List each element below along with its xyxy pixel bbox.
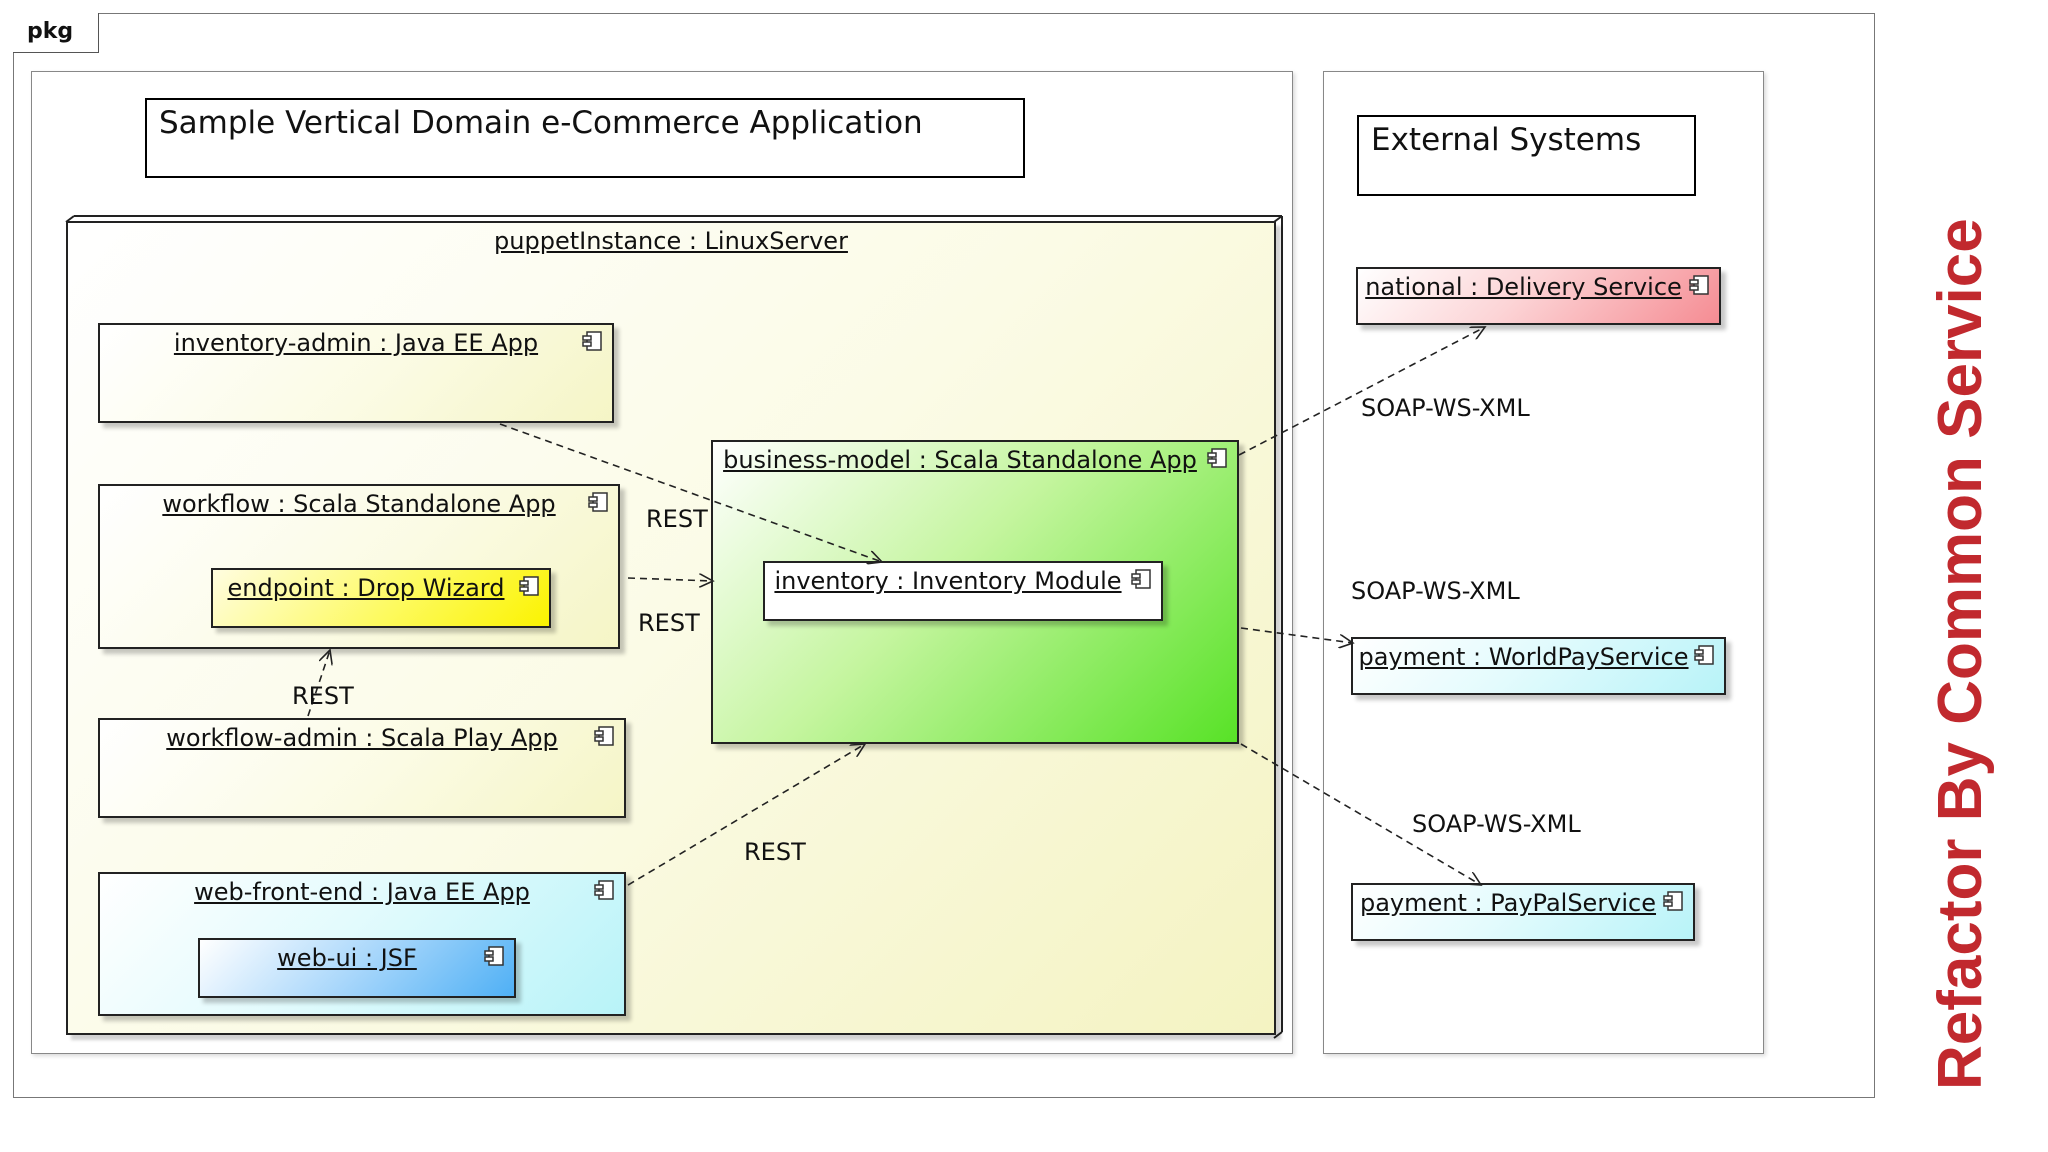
- component-label: web-front-end : Java EE App: [194, 878, 530, 906]
- component-icon: [1207, 448, 1227, 468]
- component-label: payment : PayPalService: [1359, 889, 1657, 917]
- component-payment-worldpay[interactable]: payment : WorldPayService: [1351, 637, 1726, 695]
- package-tag: pkg: [13, 13, 99, 53]
- connector-label-soap: SOAP-WS-XML: [1351, 577, 1520, 605]
- component-label: payment : WorldPayService: [1358, 643, 1689, 671]
- component-inventory-admin[interactable]: inventory-admin : Java EE App: [98, 323, 614, 423]
- component-label: web-ui : JSF: [277, 944, 417, 972]
- component-label: workflow-admin : Scala Play App: [166, 724, 558, 752]
- component-web-ui[interactable]: web-ui : JSF: [198, 938, 516, 998]
- component-icon: [588, 492, 608, 512]
- dependency-web-front-end-to-business-model: [627, 744, 865, 886]
- component-icon: [1694, 645, 1714, 665]
- component-label: business-model : Scala Standalone App: [723, 446, 1197, 474]
- dependency-inventory-admin-to-inventory: [499, 423, 882, 562]
- side-caption: Refactor By Common Service: [1926, 218, 1995, 1090]
- component-payment-paypal[interactable]: payment : PayPalService: [1351, 883, 1695, 941]
- component-national[interactable]: national : Delivery Service: [1356, 267, 1721, 325]
- component-inventory[interactable]: inventory : Inventory Module: [763, 561, 1163, 621]
- connector-label-rest: REST: [292, 682, 354, 710]
- component-label: workflow : Scala Standalone App: [162, 490, 556, 518]
- external-region-title: External Systems: [1357, 115, 1696, 196]
- dependency-business-model-to-national: [1238, 327, 1485, 456]
- component-icon: [1131, 569, 1151, 589]
- server-node-label: puppetInstance : LinuxServer: [494, 227, 848, 255]
- component-label: endpoint : Drop Wizard: [227, 574, 505, 602]
- app-region-title: Sample Vertical Domain e-Commerce Applic…: [145, 98, 1025, 178]
- component-workflow-admin[interactable]: workflow-admin : Scala Play App: [98, 718, 626, 818]
- component-icon: [484, 946, 504, 966]
- connector-label-rest: REST: [744, 838, 806, 866]
- component-icon: [582, 331, 602, 351]
- connector-label-rest: REST: [638, 609, 700, 637]
- component-icon: [1689, 275, 1709, 295]
- component-icon: [594, 726, 614, 746]
- dependency-business-model-to-worldpay: [1240, 627, 1353, 643]
- component-endpoint[interactable]: endpoint : Drop Wizard: [211, 568, 551, 628]
- component-icon: [594, 880, 614, 900]
- component-label: inventory : Inventory Module: [774, 567, 1122, 595]
- connector-label-rest: REST: [646, 505, 708, 533]
- component-icon: [519, 576, 539, 596]
- component-label: inventory-admin : Java EE App: [173, 329, 539, 357]
- component-label: national : Delivery Service: [1365, 273, 1682, 301]
- connector-label-soap: SOAP-WS-XML: [1412, 810, 1581, 838]
- dependency-business-model-to-paypal: [1240, 743, 1481, 885]
- component-icon: [1663, 891, 1683, 911]
- dependency-workflow-to-business-model: [627, 578, 713, 581]
- connector-label-soap: SOAP-WS-XML: [1361, 394, 1530, 422]
